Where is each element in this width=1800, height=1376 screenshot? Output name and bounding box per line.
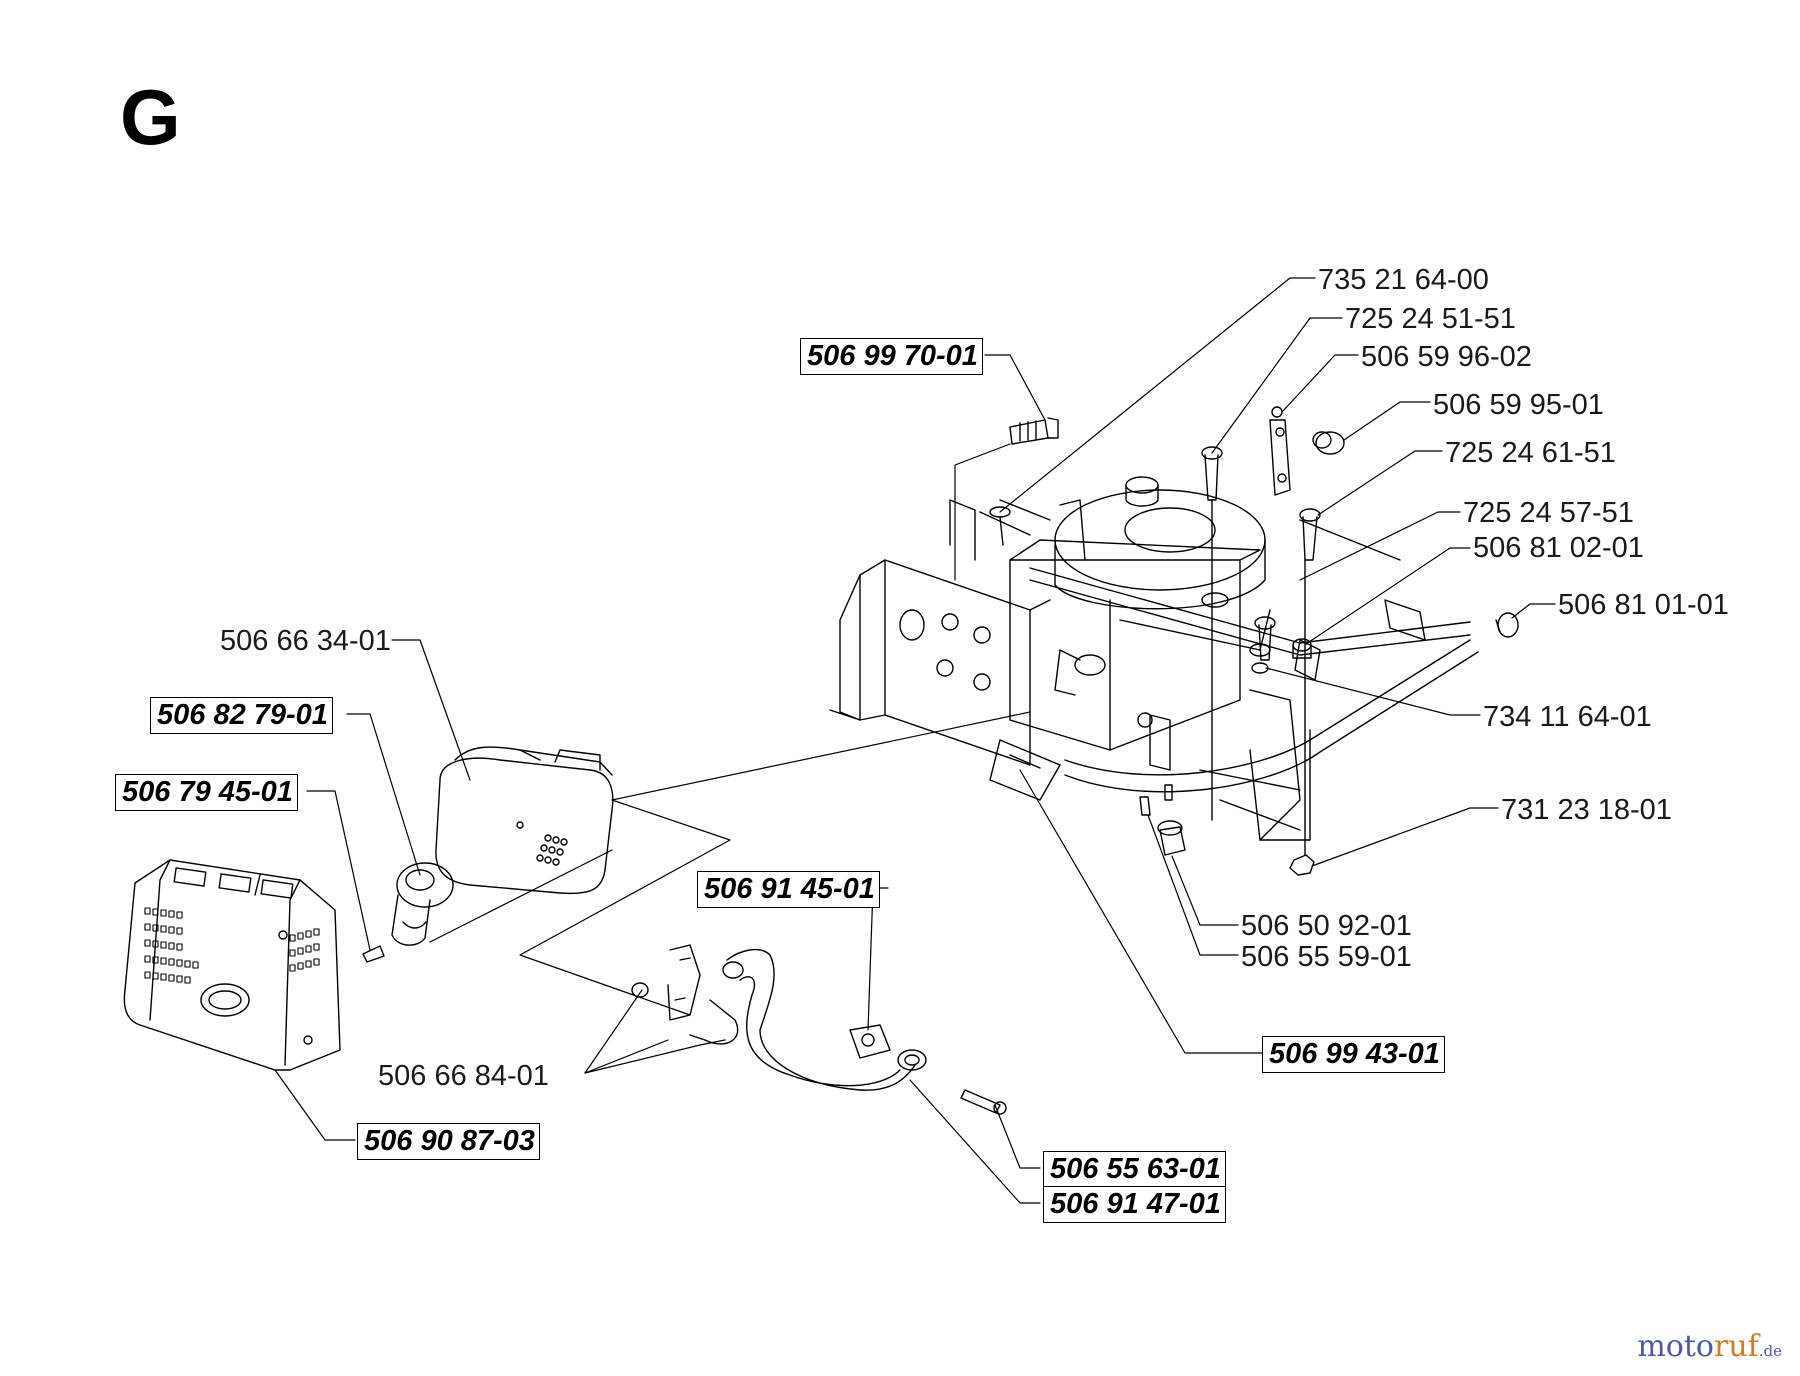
boxed-label-506-91-47-01: 506 91 47-01 [1043, 1186, 1226, 1224]
boxed-label-506-79-45-01: 506 79 45-01 [115, 774, 298, 812]
hardware-drawing [989, 406, 1519, 876]
label-725-24-61-51: 725 24 61-51 [1445, 437, 1616, 469]
label-506-50-92-01: 506 50 92-01 [1241, 910, 1412, 942]
boxed-label-506-90-87-03: 506 90 87-03 [357, 1123, 540, 1161]
spark-arrestor-drawing [391, 862, 454, 946]
section-letter: G [120, 73, 181, 161]
boxed-label-506-91-45-01: 506 91 45-01 [697, 871, 880, 909]
label-735-21-64-00: 735 21 64-00 [1318, 264, 1489, 296]
boxed-label-506-99-70-01: 506 99 70-01 [800, 338, 983, 376]
exhaust-pipe-drawing [631, 944, 1007, 1115]
guard-vents [144, 907, 320, 984]
label-506-66-34-01: 506 66 34-01 [220, 625, 391, 657]
muffler-guard-drawing [123, 859, 341, 1071]
label-506-55-59-01: 506 55 59-01 [1241, 941, 1412, 973]
screw-drawing [362, 945, 385, 963]
label-506-59-96-02: 506 59 96-02 [1361, 341, 1532, 373]
label-725-24-51-51: 725 24 51-51 [1345, 303, 1516, 335]
label-506-66-84-01: 506 66 84-01 [378, 1060, 549, 1092]
leader-lines [274, 277, 1556, 1204]
label-506-59-95-01: 506 59 95-01 [1433, 389, 1604, 421]
boxed-label-506-99-43-01: 506 99 43-01 [1262, 1036, 1445, 1074]
label-734-11-64-01: 734 11 64-01 [1483, 701, 1652, 733]
label-506-81-02-01: 506 81 02-01 [1473, 532, 1644, 564]
boxed-label-506-82-79-01: 506 82 79-01 [150, 697, 333, 735]
muffler-holes [536, 834, 568, 866]
watermark-logo: motoruf.de [1637, 1329, 1782, 1364]
label-506-81-01-01: 506 81 01-01 [1558, 589, 1729, 621]
label-731-23-18-01: 731 23 18-01 [1501, 794, 1672, 826]
engine-chassis-drawing [829, 476, 1479, 841]
label-725-24-57-51: 725 24 57-51 [1463, 497, 1634, 529]
boxed-label-506-55-63-01: 506 55 63-01 [1043, 1151, 1226, 1189]
muffler-drawing [435, 746, 614, 895]
